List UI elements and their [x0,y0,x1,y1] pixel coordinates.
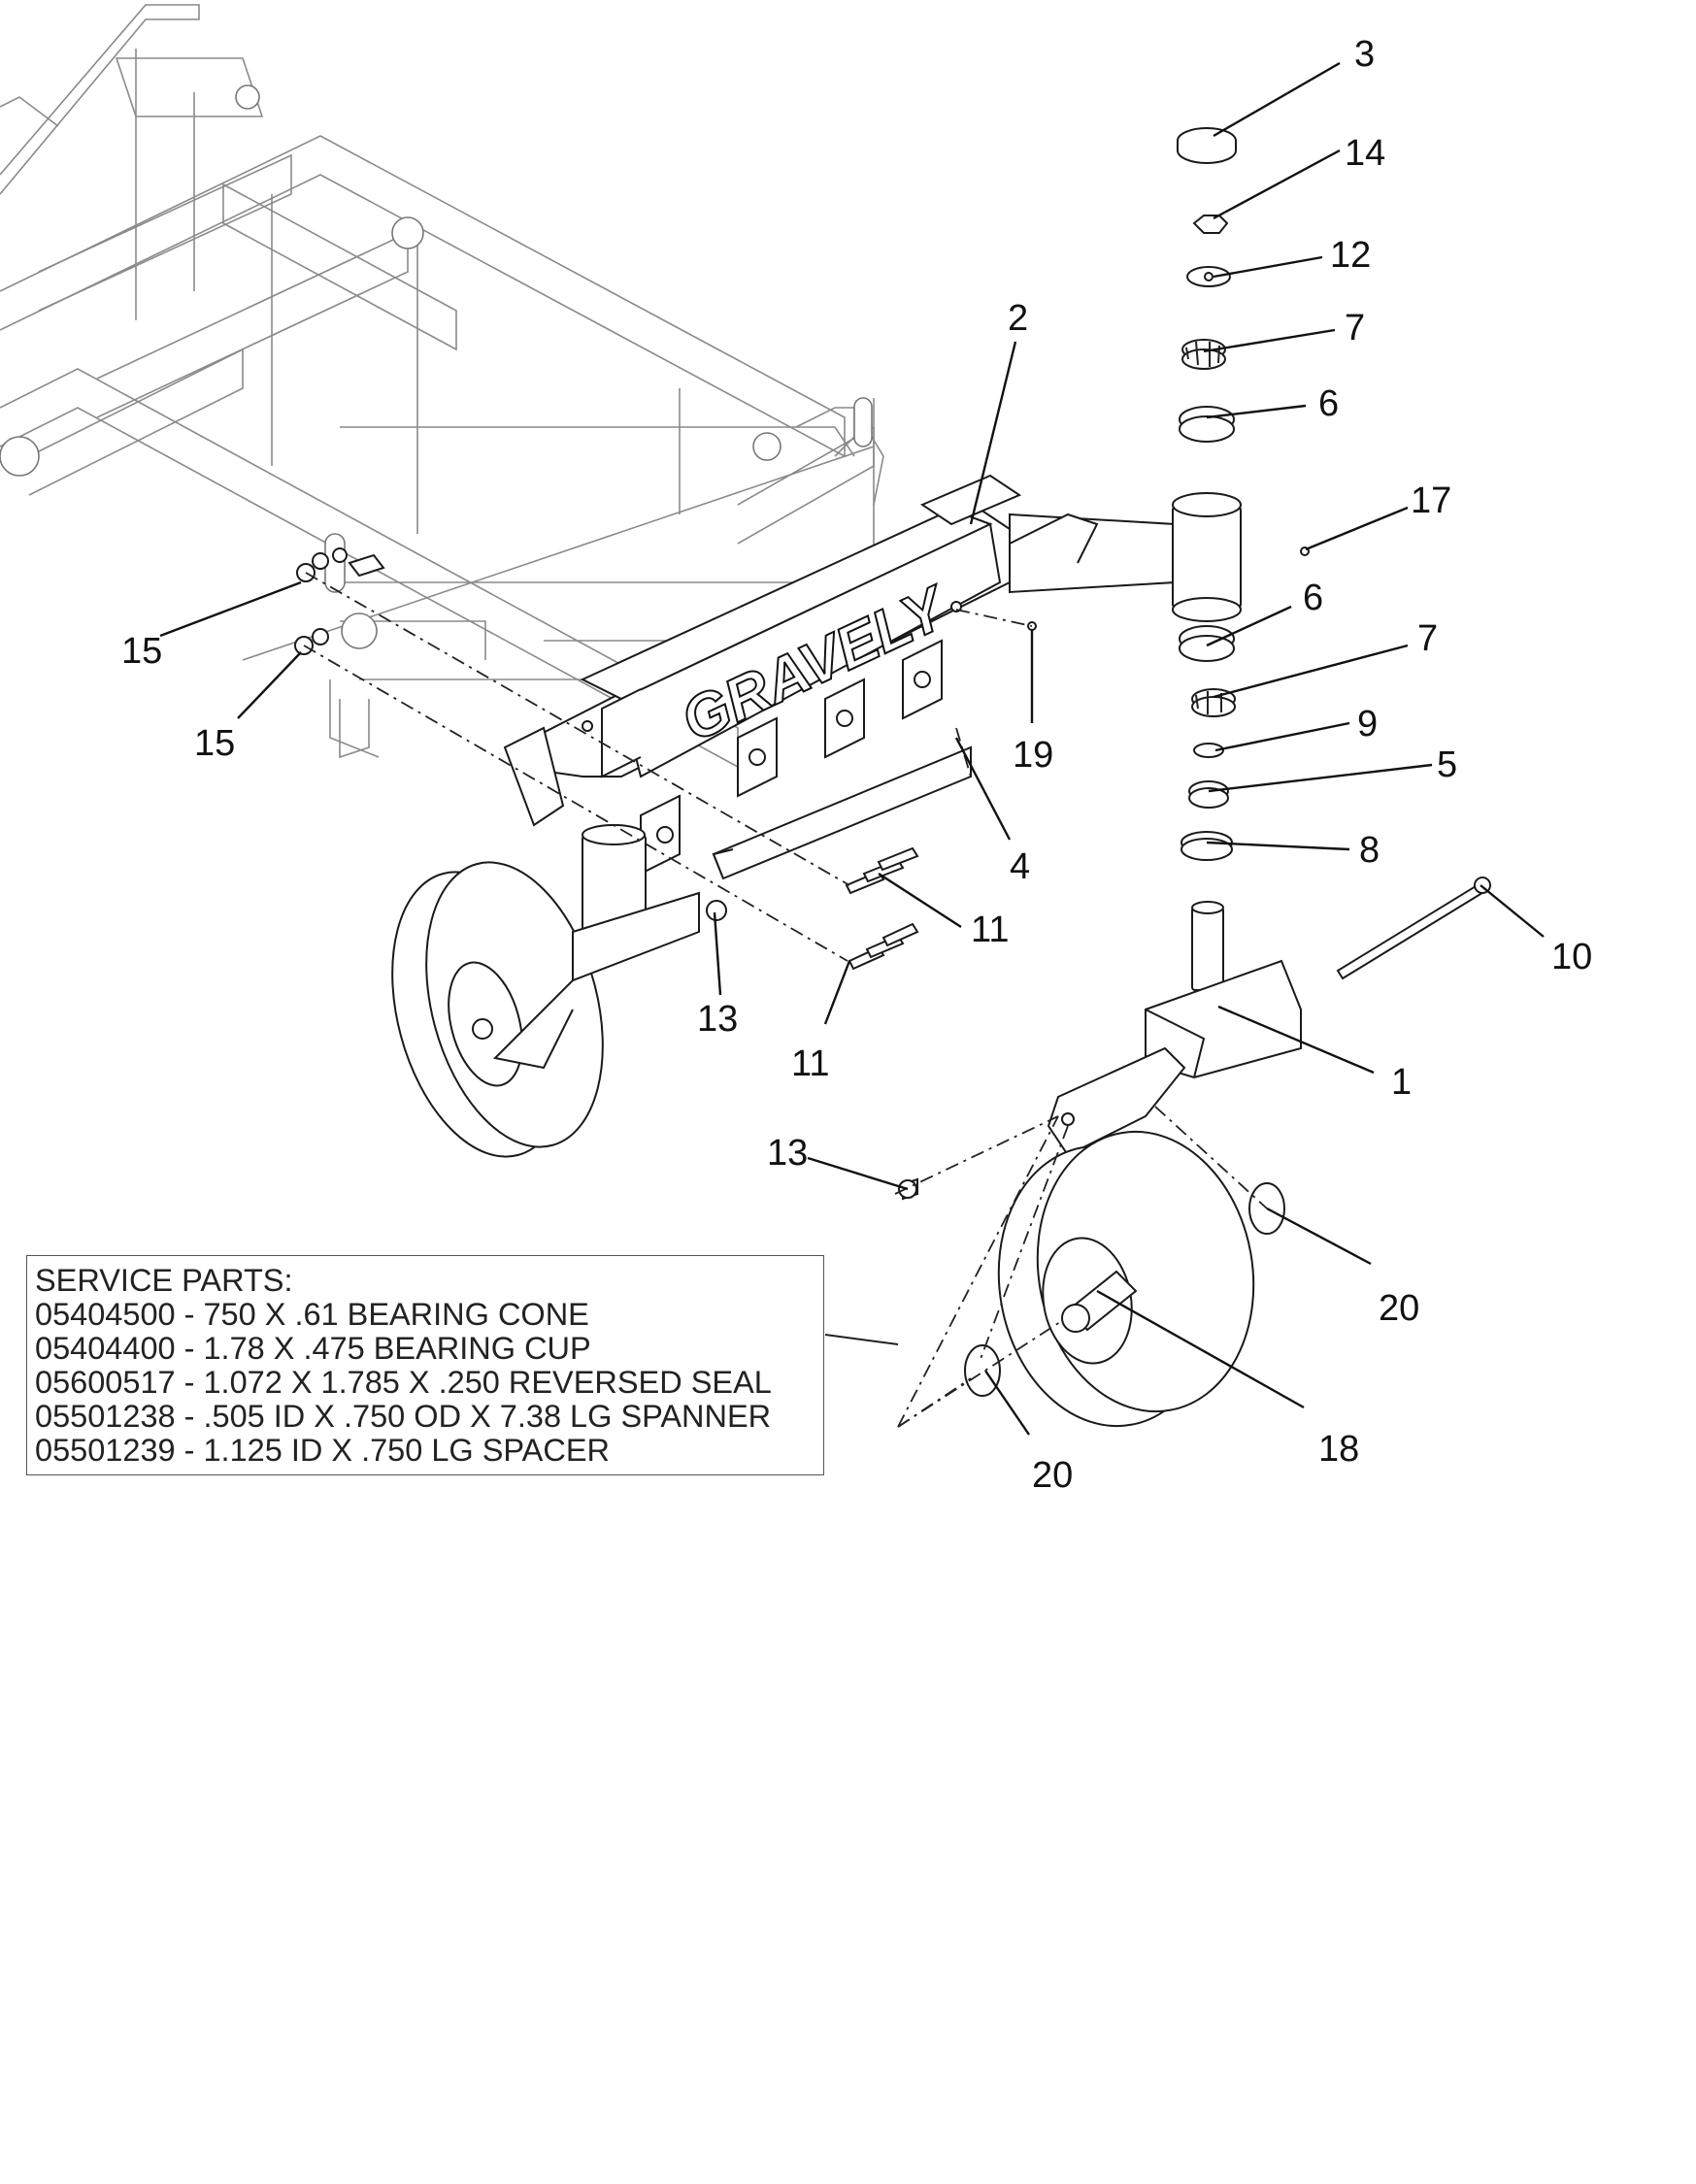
callout-13b: 13 [767,1133,808,1174]
callouts: 3 14 12 7 6 2 17 6 7 15 15 19 9 5 4 8 11… [121,34,1592,1496]
fork-and-wheel [902,877,1491,1428]
hardware [294,547,1037,1199]
callout-7a: 7 [1345,308,1365,348]
callout-7b: 7 [1417,618,1438,659]
callout-9: 9 [1357,704,1378,745]
callout-5: 5 [1437,745,1457,785]
callout-13a: 13 [697,999,738,1040]
bearing-stack [1177,127,1310,861]
callout-6b: 6 [1303,578,1323,618]
left-caster-assembly [391,824,727,1158]
callout-12: 12 [1330,235,1371,276]
assembly-lines [303,572,1268,1428]
front-axle-frame: GRAVELY [503,474,1242,876]
callout-15b: 15 [194,723,235,764]
service-part-item: 05600517 - 1.072 X 1.785 X .250 REVERSED… [35,1365,772,1400]
callout-1: 1 [1391,1062,1412,1103]
callout-15a: 15 [121,631,162,672]
callout-4: 4 [1010,846,1030,887]
service-parts-box: SERVICE PARTS: 05404500 - 750 X .61 BEAR… [26,1255,824,1475]
callout-17: 17 [1411,480,1451,521]
service-part-item: 05501239 - 1.125 ID X .750 LG SPACER [35,1433,610,1468]
service-part-item: 05501238 - .505 ID X .750 OD X 7.38 LG S… [35,1399,772,1434]
callout-18: 18 [1318,1429,1359,1470]
callout-3: 3 [1354,34,1375,75]
callout-11a: 11 [971,910,1009,950]
callout-6a: 6 [1318,383,1339,424]
callout-2: 2 [1008,298,1028,339]
callout-8: 8 [1359,830,1380,871]
service-part-item: 05404500 - 750 X .61 BEARING CONE [35,1297,589,1332]
mower-frame [0,4,884,769]
callout-14: 14 [1345,133,1385,174]
service-parts-title: SERVICE PARTS: [35,1263,293,1298]
callout-19: 19 [1013,735,1053,776]
callout-20b: 20 [1032,1455,1073,1496]
service-part-item: 05404400 - 1.78 X .475 BEARING CUP [35,1331,591,1366]
callout-10: 10 [1551,937,1592,977]
callout-11b: 11 [791,1043,829,1084]
callout-20a: 20 [1379,1288,1419,1329]
leader-lines [159,61,1545,1436]
